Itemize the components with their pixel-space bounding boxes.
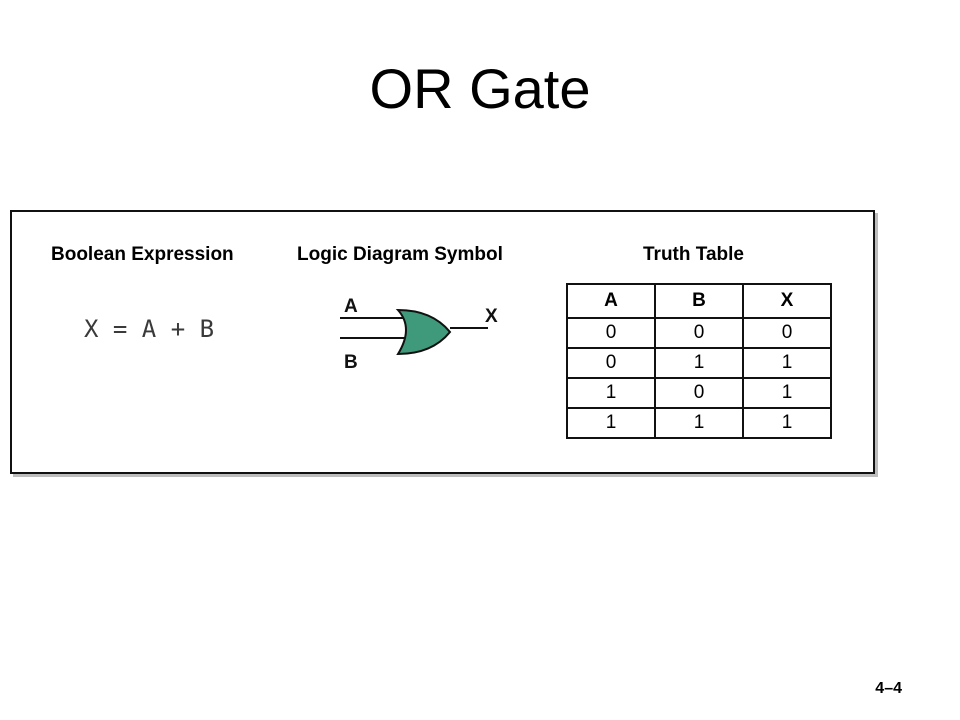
table-cell: 1 xyxy=(742,407,832,439)
table-cell: 1 xyxy=(654,407,744,439)
table-cell: 0 xyxy=(742,317,832,349)
input-a-label: A xyxy=(344,296,358,317)
table-cell: 1 xyxy=(566,407,656,439)
logic-diagram-heading: Logic Diagram Symbol xyxy=(297,244,503,265)
truth-table-header-row: A B X xyxy=(566,283,832,319)
table-cell: 0 xyxy=(654,317,744,349)
table-row: 1 0 1 xyxy=(566,377,832,409)
column-header: B xyxy=(654,283,744,319)
truth-table: A B X 0 0 0 0 1 1 1 0 1 1 1 1 xyxy=(566,283,832,439)
table-cell: 1 xyxy=(742,377,832,409)
input-b-label: B xyxy=(344,352,358,373)
table-cell: 1 xyxy=(566,377,656,409)
or-gate-diagram: A B X xyxy=(340,296,498,373)
table-cell: 0 xyxy=(566,317,656,349)
table-cell: 0 xyxy=(654,377,744,409)
truth-table-heading: Truth Table xyxy=(643,244,744,265)
or-gate-symbol xyxy=(395,308,452,356)
diagram-panel xyxy=(10,210,875,474)
boolean-expression: X = A + B xyxy=(84,315,215,343)
table-row: 0 1 1 xyxy=(566,347,832,379)
table-row: 1 1 1 xyxy=(566,407,832,439)
table-cell: 0 xyxy=(566,347,656,379)
slide-number: 4–4 xyxy=(875,680,902,697)
column-header: A xyxy=(566,283,656,319)
table-cell: 1 xyxy=(742,347,832,379)
slide-title: OR Gate xyxy=(369,57,591,120)
column-header: X xyxy=(742,283,832,319)
table-row: 0 0 0 xyxy=(566,317,832,349)
table-cell: 1 xyxy=(654,347,744,379)
boolean-expression-heading: Boolean Expression xyxy=(51,244,234,265)
output-x-label: X xyxy=(485,306,498,327)
